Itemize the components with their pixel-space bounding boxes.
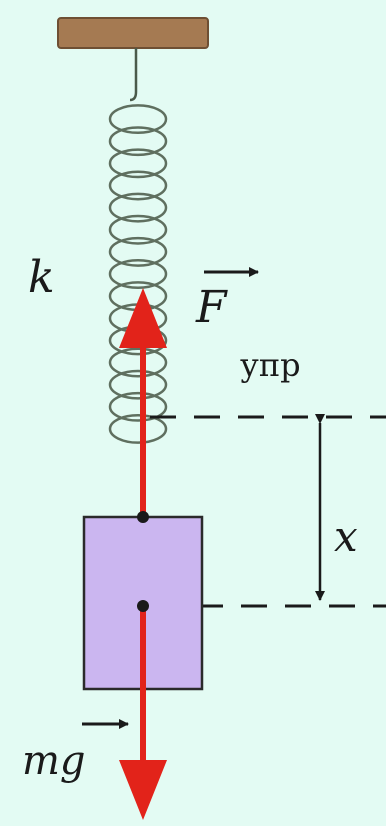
spring-coil-loop — [108, 236, 168, 267]
ceiling-support — [57, 17, 209, 49]
spring-attachment-point — [137, 511, 149, 523]
displacement-label: x — [334, 512, 358, 561]
gravity-force-label: mg — [22, 738, 86, 784]
spring-hanger — [129, 48, 138, 102]
spring-coil-loop — [108, 391, 168, 422]
spring-coil-loop — [108, 192, 168, 223]
spring-coil-loop — [108, 259, 168, 289]
spring-coil-loop — [108, 347, 168, 378]
spring-coil-loop — [108, 126, 168, 157]
spring-coil-loop — [108, 148, 168, 179]
spring-coil-loop — [108, 369, 168, 400]
spring-constant-label: k — [28, 252, 55, 303]
spring-coil-loop — [108, 413, 168, 444]
spring-coil-loop — [108, 104, 168, 135]
spring-coil — [108, 104, 168, 444]
block-center-point — [137, 600, 149, 612]
elastic-force-subscript: упр — [240, 346, 301, 384]
spring-coil-loop — [108, 214, 168, 245]
elastic-force-label: F — [196, 282, 227, 333]
spring-coil-loop — [108, 170, 168, 201]
